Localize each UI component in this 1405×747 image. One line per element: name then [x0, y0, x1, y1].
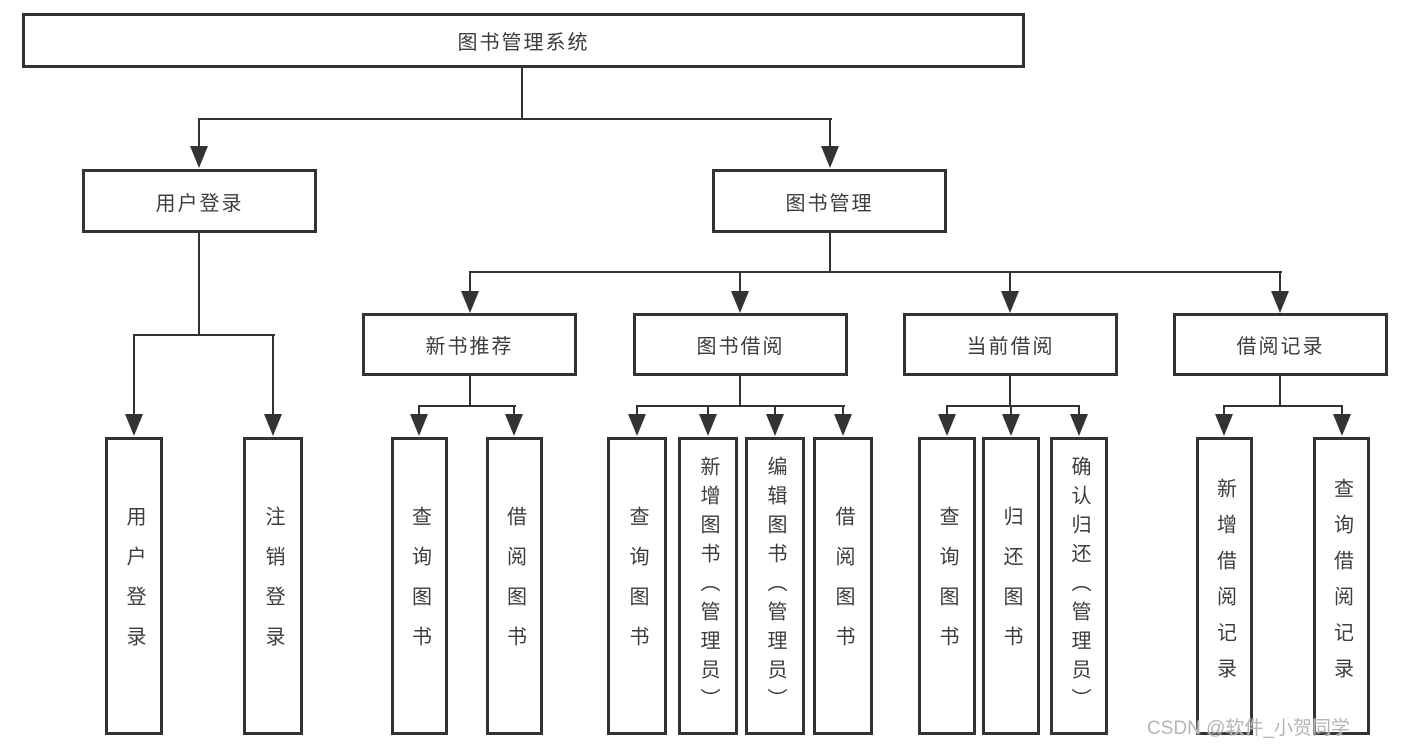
connector-line: [1078, 405, 1080, 417]
arrow-down-icon: [190, 146, 208, 168]
connector-line: [521, 68, 523, 119]
leaf-label: 确认归还（管理员）: [1068, 455, 1090, 717]
leaf-borrow-books-recommend: 借阅图书: [486, 437, 543, 735]
leaf-label: 新增图书（管理员）: [697, 455, 719, 717]
node-label: 图书借阅: [696, 336, 785, 358]
arrow-down-icon: [1070, 414, 1088, 436]
connector-line: [739, 376, 741, 407]
leaf-query-books-current: 查询图书: [918, 437, 976, 735]
connector-line: [829, 118, 831, 148]
connector-line: [636, 405, 638, 417]
node-label: 图书管理: [785, 192, 874, 215]
connector-line: [418, 405, 516, 407]
connector-line: [133, 334, 135, 414]
leaf-label: 编辑图书（管理员）: [764, 455, 786, 717]
node-book-management: 图书管理: [712, 169, 947, 233]
connector-line: [272, 334, 274, 414]
node-book-borrowing: 图书借阅: [633, 313, 848, 376]
node-library-management-system: 图书管理系统: [22, 13, 1025, 68]
node-borrowing-records: 借阅记录: [1173, 313, 1388, 376]
leaf-label: 注销登录: [262, 506, 284, 666]
csdn-watermark: CSDN @软件_小贺同学: [1147, 718, 1350, 739]
arrow-down-icon: [1001, 291, 1019, 313]
connector-line: [829, 233, 831, 272]
leaf-label: 用户登录: [123, 506, 145, 666]
node-new-book-recommendation: 新书推荐: [362, 313, 577, 376]
leaf-return-books: 归还图书: [982, 437, 1040, 735]
leaf-query-books-recommend: 查询图书: [391, 437, 448, 735]
arrow-down-icon: [264, 414, 282, 436]
arrow-down-icon: [938, 414, 956, 436]
arrow-down-icon: [1333, 414, 1351, 436]
arrow-down-icon: [766, 414, 784, 436]
leaf-user-login: 用户登录: [105, 437, 163, 735]
arrow-down-icon: [699, 414, 717, 436]
node-label: 新书推荐: [425, 336, 514, 358]
connector-line: [133, 334, 275, 336]
connector-line: [1279, 376, 1281, 407]
connector-line: [1009, 376, 1011, 407]
arrow-down-icon: [628, 414, 646, 436]
connector-line: [198, 118, 832, 120]
arrow-down-icon: [461, 291, 479, 313]
connector-line: [1009, 271, 1011, 291]
leaf-label: 查询图书: [408, 506, 431, 666]
leaf-label: 新增借阅记录: [1213, 478, 1236, 694]
connector-line: [1223, 405, 1343, 407]
connector-line: [1010, 405, 1012, 417]
arrow-down-icon: [1002, 414, 1020, 436]
leaf-query-borrow-record: 查询借阅记录: [1313, 437, 1370, 735]
leaf-label: 归还图书: [1000, 506, 1022, 666]
leaf-borrow-books: 借阅图书: [813, 437, 873, 735]
connector-line: [774, 405, 776, 417]
connector-line: [739, 271, 741, 291]
connector-line: [198, 118, 200, 148]
arrow-down-icon: [731, 291, 749, 313]
connector-line: [418, 405, 420, 417]
connector-line: [1341, 405, 1343, 417]
arrow-down-icon: [505, 414, 523, 436]
leaf-query-books-borrowing: 查询图书: [607, 437, 667, 735]
node-user-login: 用户登录: [82, 169, 317, 233]
node-label: 当前借阅: [966, 336, 1055, 358]
connector-line: [469, 376, 471, 407]
leaf-label: 借阅图书: [832, 506, 854, 666]
connector-line: [842, 405, 844, 417]
connector-line: [1223, 405, 1225, 417]
leaf-label: 借阅图书: [503, 506, 526, 666]
arrow-down-icon: [1215, 414, 1233, 436]
node-label: 图书管理系统: [457, 32, 590, 54]
leaf-add-borrow-record: 新增借阅记录: [1196, 437, 1253, 735]
leaf-label: 查询图书: [936, 506, 958, 666]
leaf-label: 查询图书: [626, 506, 648, 666]
node-label: 借阅记录: [1236, 336, 1325, 358]
arrow-down-icon: [1271, 291, 1289, 313]
leaf-confirm-return-admin: 确认归还（管理员）: [1050, 437, 1108, 735]
connector-line: [636, 405, 845, 407]
node-label: 用户登录: [155, 192, 244, 215]
connector-line: [513, 405, 515, 417]
connector-line: [469, 271, 471, 291]
leaf-label: 查询借阅记录: [1330, 478, 1353, 694]
connector-line: [707, 405, 709, 417]
connector-line: [469, 271, 1282, 273]
leaf-add-books-admin: 新增图书（管理员）: [678, 437, 738, 735]
connector-line: [1279, 271, 1281, 291]
arrow-down-icon: [410, 414, 428, 436]
leaf-edit-books-admin: 编辑图书（管理员）: [745, 437, 805, 735]
arrow-down-icon: [821, 146, 839, 168]
leaf-logout: 注销登录: [243, 437, 303, 735]
connector-line: [198, 233, 200, 336]
connector-line: [946, 405, 1080, 407]
node-current-borrowing: 当前借阅: [903, 313, 1118, 376]
connector-line: [946, 405, 948, 417]
arrow-down-icon: [125, 414, 143, 436]
arrow-down-icon: [834, 414, 852, 436]
